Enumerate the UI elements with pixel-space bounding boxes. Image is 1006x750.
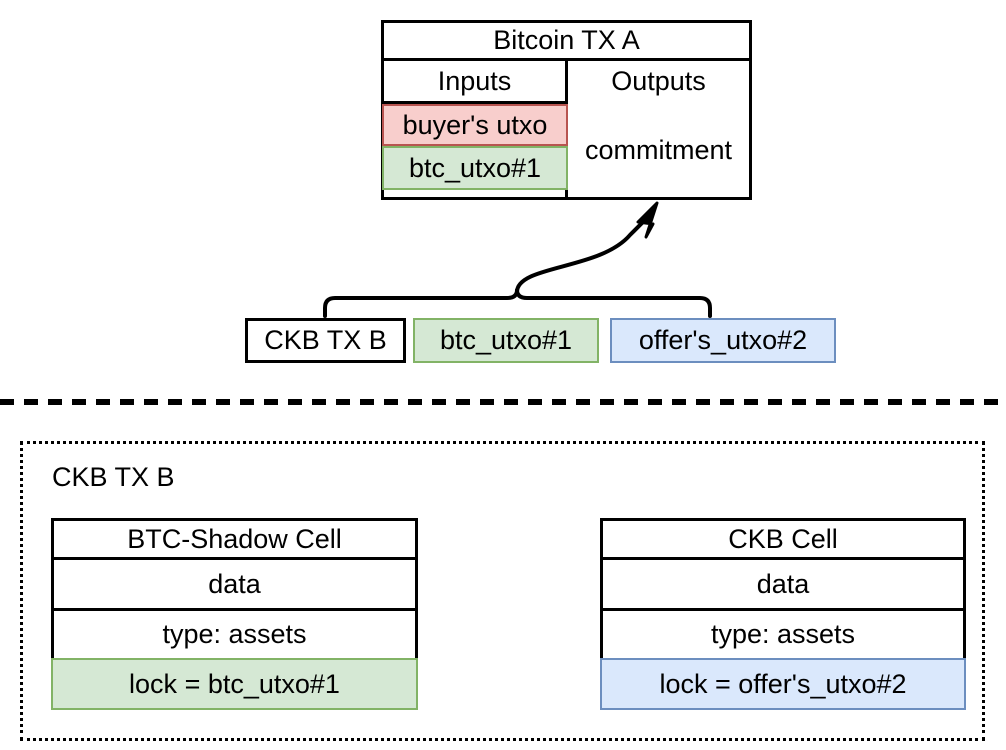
bitcoin-tx-a-input-btc-utxo-1: btc_utxo#1 bbox=[382, 146, 568, 190]
btc-shadow-cell-rule-1 bbox=[54, 557, 415, 560]
btc-shadow-cell-row-type: type: assets bbox=[162, 619, 307, 649]
btc-shadow-cell-row-data: data bbox=[208, 568, 261, 599]
ckb-tx-b-brace bbox=[323, 288, 712, 318]
bitcoin-tx-a-inputs-header: Inputs bbox=[437, 65, 512, 96]
bitcoin-tx-a-output-commitment: commitment bbox=[584, 135, 733, 165]
ckb-cell-title: CKB Cell bbox=[728, 523, 838, 554]
btc-shadow-cell-title: BTC-Shadow Cell bbox=[127, 523, 342, 554]
ckb-tx-b-item-offers-utxo-2: offer's_utxo#2 bbox=[610, 318, 836, 363]
bitcoin-tx-a-input-buyers-utxo: buyer's utxo bbox=[382, 104, 568, 146]
ckb-tx-b-panel-label: CKB TX B bbox=[52, 462, 175, 492]
inputs-header-rule bbox=[384, 101, 568, 104]
bitcoin-tx-a-title: Bitcoin TX A bbox=[493, 25, 640, 55]
ckb-cell-row-lock: lock = offer's_utxo#2 bbox=[600, 658, 966, 710]
btc-shadow-cell-row-lock: lock = btc_utxo#1 bbox=[51, 658, 418, 710]
ckb-tx-b-label-box: CKB TX B bbox=[245, 318, 406, 363]
ckb-cell-row-data: data bbox=[756, 568, 810, 599]
btc-shadow-cell-rule-2 bbox=[54, 608, 415, 611]
commitment-arrow-line bbox=[515, 213, 652, 294]
ckb-cell-rule-2 bbox=[603, 608, 963, 611]
ckb-cell-row-type: type: assets bbox=[710, 619, 856, 649]
bitcoin-tx-a-outputs-header: Outputs bbox=[611, 65, 706, 96]
ckb-tx-b-item-btc-utxo-1: btc_utxo#1 bbox=[413, 318, 599, 363]
ckb-cell-rule-1 bbox=[603, 557, 963, 560]
commitment-arrow-head bbox=[636, 201, 659, 239]
